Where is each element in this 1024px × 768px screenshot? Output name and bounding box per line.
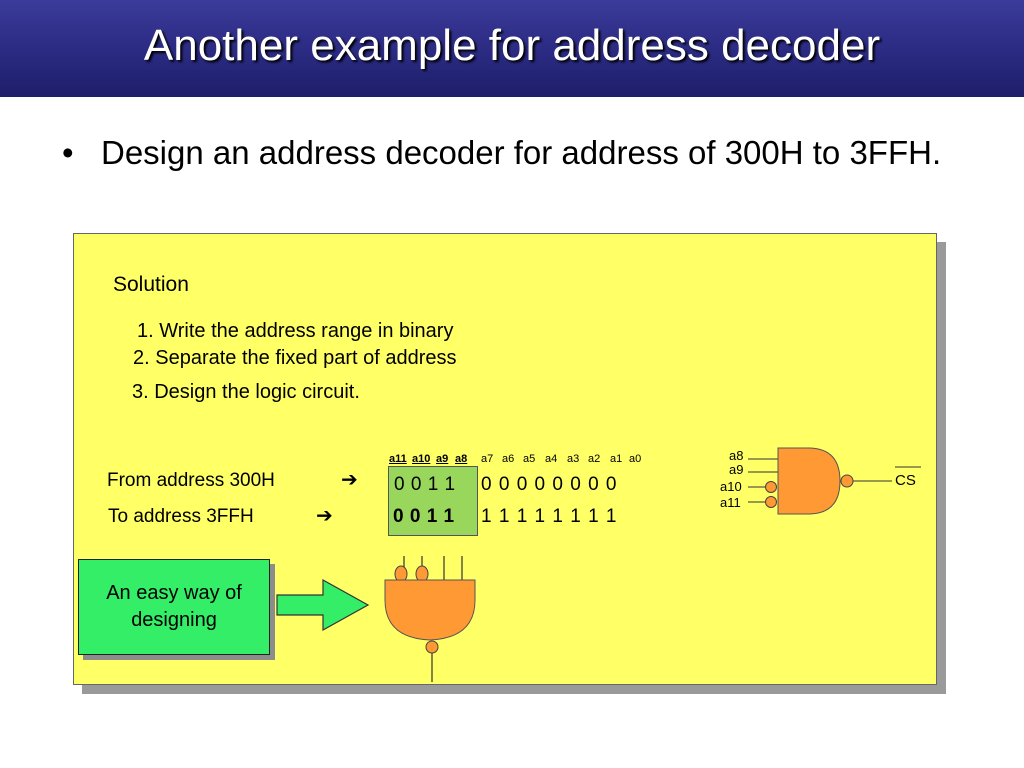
output-bubble bbox=[425, 640, 439, 654]
large-gate-body bbox=[384, 579, 476, 641]
to-address-label: To address 3FFH bbox=[108, 506, 254, 527]
to-arrow-icon: ➔ bbox=[316, 505, 333, 527]
bit-header-a0: a0 bbox=[629, 453, 642, 465]
bit-header-a6: a6 bbox=[502, 453, 515, 465]
gate-input-a8: a8 bbox=[729, 448, 744, 463]
step-3: 3. Design the logic circuit. bbox=[132, 381, 360, 403]
bit-header-a2: a2 bbox=[588, 453, 601, 465]
to-bits-fixed: 0 0 1 1 bbox=[393, 506, 455, 527]
bit-header-a10: a10 bbox=[412, 453, 431, 465]
bullet-text: Design an address decoder for address of… bbox=[101, 134, 942, 171]
from-arrow-icon: ➔ bbox=[341, 469, 358, 491]
bullet-marker: • bbox=[62, 134, 74, 171]
callout-box: An easy way of designing bbox=[78, 559, 270, 655]
to-bits-varying: 1 1 1 1 1 1 1 1 bbox=[481, 506, 617, 527]
fixed-bits-highlight bbox=[388, 466, 478, 536]
bit-header-a3: a3 bbox=[567, 453, 580, 465]
chip-select-output-label: CS bbox=[895, 472, 916, 489]
bit-header-a11: a11 bbox=[389, 453, 407, 465]
small-nand-gate bbox=[748, 447, 921, 515]
input-bubble-a11 bbox=[765, 496, 777, 508]
bit-header-a9: a9 bbox=[436, 453, 449, 465]
callout-arrow-shape bbox=[276, 578, 370, 632]
bit-header-a7: a7 bbox=[481, 453, 494, 465]
gate-input-a11: a11 bbox=[720, 495, 741, 510]
gate-input-a10: a10 bbox=[720, 479, 742, 494]
bit-header-a5: a5 bbox=[523, 453, 536, 465]
from-bits-fixed: 0 0 1 1 bbox=[394, 474, 456, 495]
from-address-label: From address 300H bbox=[107, 470, 275, 491]
step-1: 1. Write the address range in binary bbox=[137, 320, 454, 342]
bit-header-a1: a1 bbox=[610, 453, 623, 465]
callout-text: An easy way of designing bbox=[106, 582, 242, 631]
large-nand-gate bbox=[384, 556, 476, 682]
gate-input-a9: a9 bbox=[729, 462, 744, 477]
title-bar: Another example for address decoder bbox=[0, 0, 1024, 97]
step-2: 2. Separate the fixed part of address bbox=[133, 347, 457, 369]
bit-header-a8: a8 bbox=[455, 453, 468, 465]
bit-header-a4: a4 bbox=[545, 453, 558, 465]
small-gate-body bbox=[777, 447, 841, 515]
input-bubble-a10 bbox=[765, 481, 777, 493]
solution-label: Solution bbox=[113, 273, 189, 296]
from-bits-varying: 0 0 0 0 0 0 0 0 bbox=[481, 474, 617, 495]
slide-title: Another example for address decoder bbox=[143, 21, 881, 70]
small-output-bubble bbox=[840, 474, 854, 488]
